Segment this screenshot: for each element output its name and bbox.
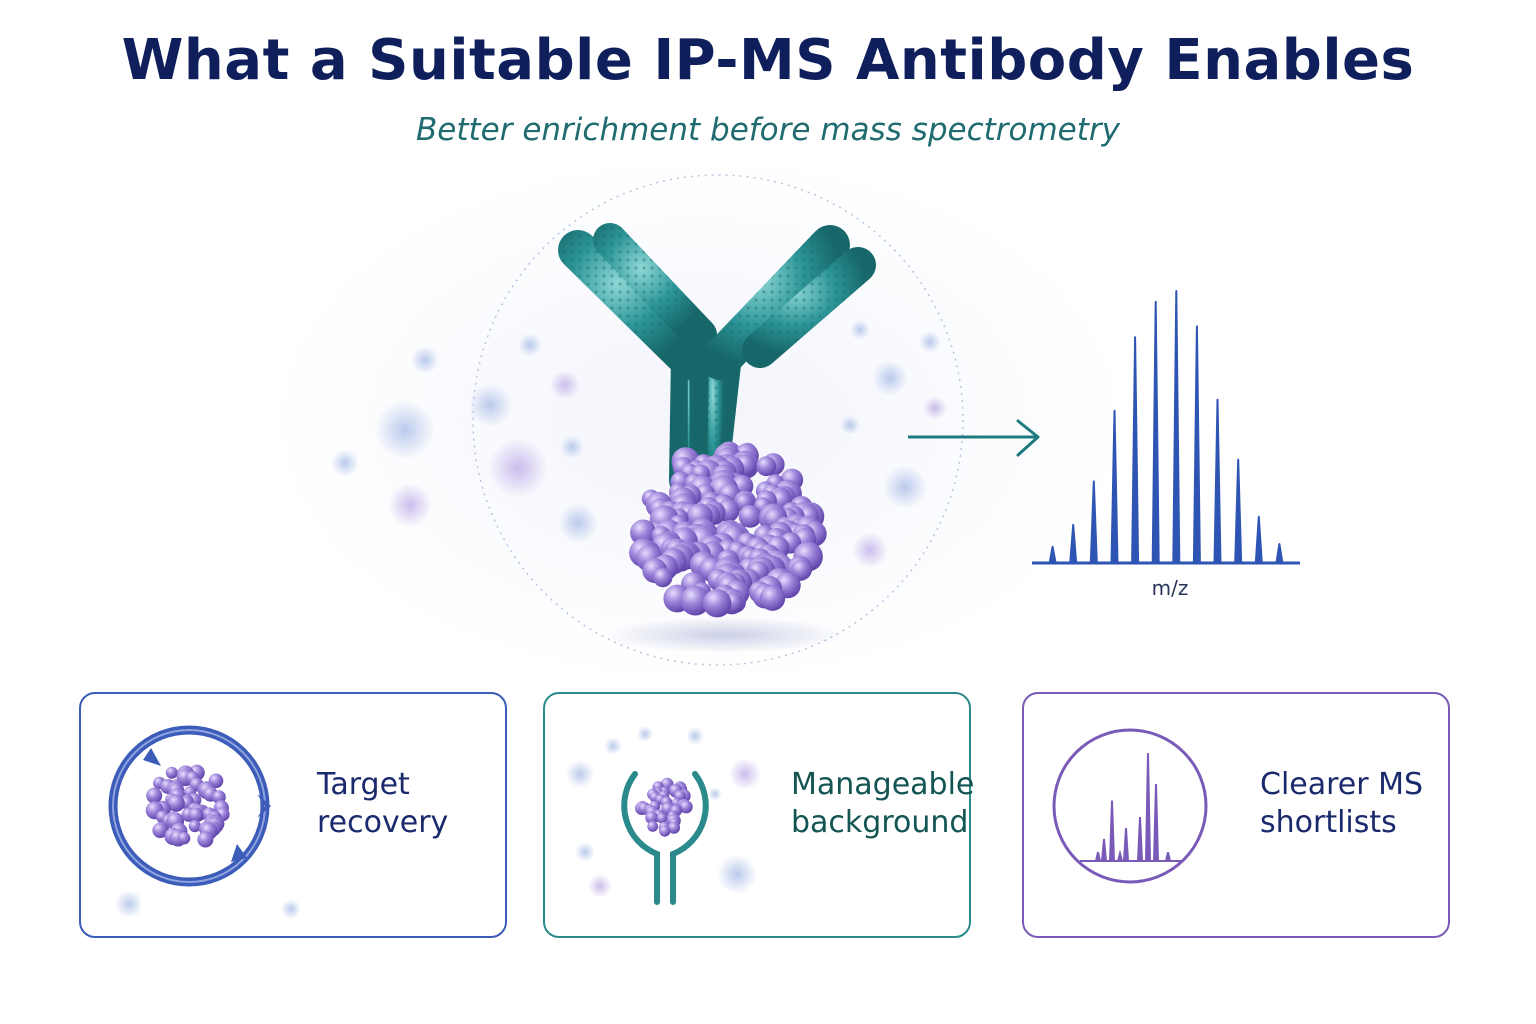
spectrum-peak xyxy=(1153,783,1159,862)
spectrum-peak xyxy=(1192,325,1201,564)
protein-bead xyxy=(197,831,214,848)
background-protein-blobs xyxy=(331,320,947,568)
spectrum-peak xyxy=(1151,300,1160,564)
protein-bead xyxy=(756,456,777,477)
antigen-protein-icon xyxy=(629,441,827,618)
floor-shadow xyxy=(605,617,845,653)
protein-bead xyxy=(653,568,673,588)
spectrum-peak xyxy=(1048,545,1057,564)
spectrum-peak xyxy=(1275,543,1284,564)
protein-bead xyxy=(630,519,657,546)
card-manageable-background: Manageable background xyxy=(543,692,974,938)
card-label: Manageable background xyxy=(791,767,975,840)
spectrum-axis-label: m/z xyxy=(1151,576,1189,600)
spectrum-peak xyxy=(1117,849,1123,862)
spectrum-peak xyxy=(1145,753,1151,862)
protein-bead xyxy=(668,821,680,834)
spectrum-peak xyxy=(1110,409,1119,564)
dotted-halo-circle xyxy=(472,174,964,666)
protein-bead xyxy=(680,585,711,616)
antibody-arms-icon xyxy=(566,726,761,905)
spectrum-peak xyxy=(1137,816,1143,862)
protein-bead xyxy=(656,812,668,824)
spectrum-peak xyxy=(1101,838,1107,862)
antibody-icon xyxy=(558,223,876,500)
hero-illustration xyxy=(331,174,1300,666)
protein-bead xyxy=(167,794,185,812)
card-target-recovery: Target recovery xyxy=(79,692,507,938)
protein-bead xyxy=(645,811,659,825)
spectrum-circle-icon xyxy=(1052,728,1208,884)
spectrum-peak xyxy=(1069,523,1078,564)
protein-bead xyxy=(659,825,671,837)
spectrum-peak xyxy=(1095,851,1101,862)
spectrum-peak xyxy=(1165,851,1171,862)
protein-bead xyxy=(177,832,191,845)
card-label: Target recovery xyxy=(317,767,449,840)
protein-bead xyxy=(790,559,812,581)
spectrum-peak xyxy=(1234,458,1243,564)
protein-bead xyxy=(679,800,693,814)
card-clearer-ms-shortlists: Clearer MS shortlists xyxy=(1022,692,1450,938)
protein-bead xyxy=(165,766,178,779)
spectrum-peak xyxy=(1089,480,1098,564)
page-subtitle: Better enrichment before mass spectromet… xyxy=(416,112,1120,148)
spectrum-peak xyxy=(1172,290,1181,564)
ring-capture-icon xyxy=(108,725,301,919)
spectrum-peak xyxy=(1254,515,1263,564)
protein-bead xyxy=(738,505,762,528)
protein-bead xyxy=(188,807,204,823)
protein-bead xyxy=(152,822,168,838)
protein-bead xyxy=(188,820,201,833)
page-title: What a Suitable IP-MS Antibody Enables xyxy=(121,28,1415,93)
protein-bead xyxy=(703,589,732,618)
card-label: Clearer MS shortlists xyxy=(1260,767,1424,840)
spectrum-peak xyxy=(1109,800,1115,862)
protein-bead xyxy=(759,585,786,611)
protein-bead xyxy=(146,787,163,804)
spectrum-peak xyxy=(1123,827,1129,862)
mass-spectrum-plot xyxy=(1032,290,1300,565)
protein-bead xyxy=(647,821,659,832)
arrow-icon xyxy=(908,419,1040,457)
spectrum-peak xyxy=(1131,336,1140,564)
spectrum-peak xyxy=(1213,398,1222,564)
